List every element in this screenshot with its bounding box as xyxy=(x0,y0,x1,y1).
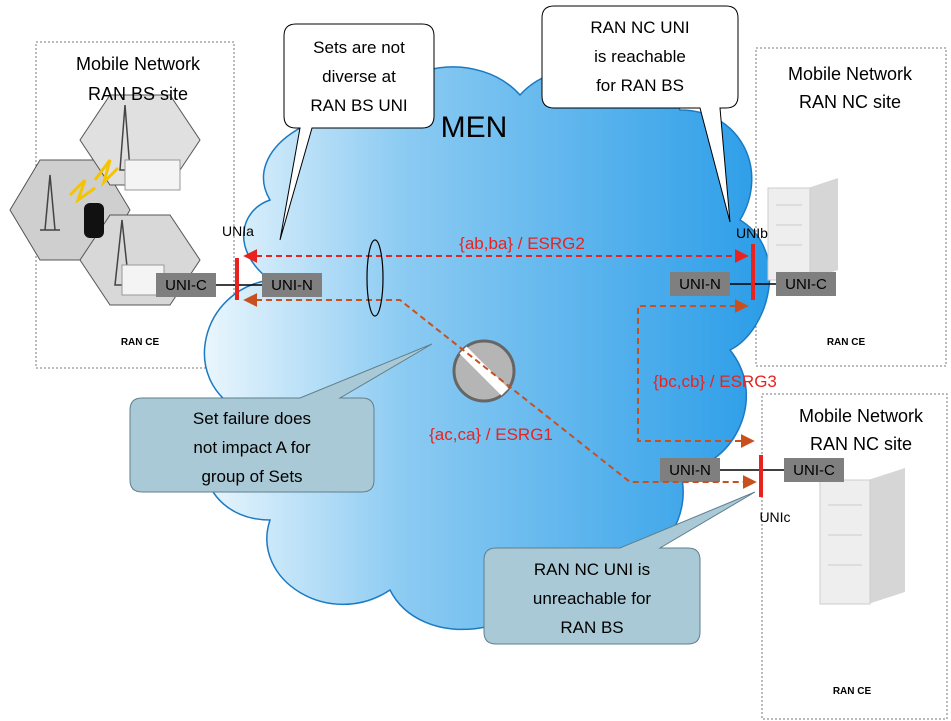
callout-reachable-line1: RAN NC UNI xyxy=(590,18,689,37)
callout-not-diverse-line3: RAN BS UNI xyxy=(310,96,407,115)
callout-not-diverse-line1: Sets are not xyxy=(313,38,405,57)
uni-b-n-box xyxy=(670,272,730,296)
set-bundle-ellipse xyxy=(366,239,384,317)
men-label: MEN xyxy=(441,111,508,144)
callout-not-diverse-line2: diverse at xyxy=(322,67,396,86)
esrg2-label: {ab,ba} / ESRG2 xyxy=(459,234,585,253)
server-image-2 xyxy=(819,468,905,605)
uni-c-name: UNIc xyxy=(759,509,790,525)
uni-a-c-box xyxy=(156,273,216,297)
callout-reachable-line2: is reachable xyxy=(594,47,686,66)
uni-a-c-label: UNI-C xyxy=(165,277,207,294)
callout-set-failure-line1: Set failure does xyxy=(193,409,311,428)
callout-unreachable-line1: RAN NC UNI is xyxy=(534,560,650,579)
uni-a-n-label: UNI-N xyxy=(271,277,313,294)
callout-set-failure-line2: not impact A for xyxy=(193,438,311,457)
nc2-site-title-line1: Mobile Network xyxy=(799,406,924,426)
esrg3-label: {bc,cb} / ESRG3 xyxy=(653,372,777,391)
callout-unreachable-line2: unreachable for xyxy=(533,589,651,608)
esrg1-path xyxy=(243,293,757,489)
nc2-ce-label: RAN CE xyxy=(833,686,872,697)
callout-reachable-line3: for RAN BS xyxy=(596,76,684,95)
nc1-site-title-line1: Mobile Network xyxy=(788,64,913,84)
uni-c-c-box xyxy=(784,458,844,482)
callout-reachable xyxy=(541,5,739,223)
callout-set-failure xyxy=(129,343,433,493)
server-image-1 xyxy=(767,178,838,281)
callout-unreachable xyxy=(483,491,756,645)
uni-b-c-label: UNI-C xyxy=(785,276,827,293)
nc1-site-title-line2: RAN NC site xyxy=(799,92,901,112)
nc2-site-title-line2: RAN NC site xyxy=(810,434,912,454)
uni-a-name: UNIa xyxy=(222,223,254,239)
bs-ce-label: RAN CE xyxy=(121,337,160,348)
callout-not-diverse xyxy=(279,23,435,241)
uni-b-n-label: UNI-N xyxy=(679,276,721,293)
esrg1-label: {ac,ca} / ESRG1 xyxy=(429,425,553,444)
bs-site-title-line1: Mobile Network xyxy=(76,54,201,74)
callout-set-failure-line3: group of Sets xyxy=(201,467,302,486)
uni-b-name: UNIb xyxy=(736,225,768,241)
callout-unreachable-line3: RAN BS xyxy=(560,618,623,637)
esrg3-path xyxy=(637,299,755,448)
uni-c-c-label: UNI-C xyxy=(793,462,835,479)
bs-site-title-line2: RAN BS site xyxy=(88,84,188,104)
nc1-ce-label: RAN CE xyxy=(827,337,866,348)
uni-b-c-box xyxy=(776,272,836,296)
uni-c-n-label: UNI-N xyxy=(669,462,711,479)
